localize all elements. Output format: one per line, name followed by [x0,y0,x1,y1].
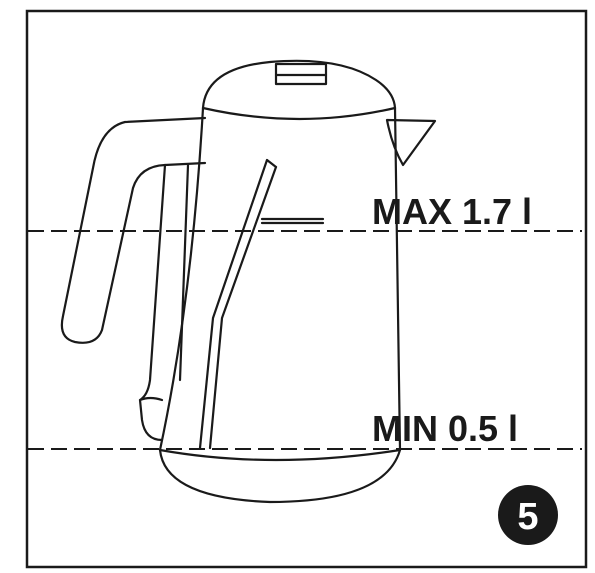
kettle-body [158,106,402,504]
step-badge: 5 [498,485,558,545]
step-number: 5 [517,496,538,538]
kettle-handle [60,116,207,442]
kettle-spout [385,118,437,167]
max-level-label: MAX 1.7 l [372,191,532,232]
kettle-lid [201,59,397,110]
water-level-window [198,158,325,450]
min-level-label: MIN 0.5 l [372,408,518,449]
figure-frame [25,9,588,569]
